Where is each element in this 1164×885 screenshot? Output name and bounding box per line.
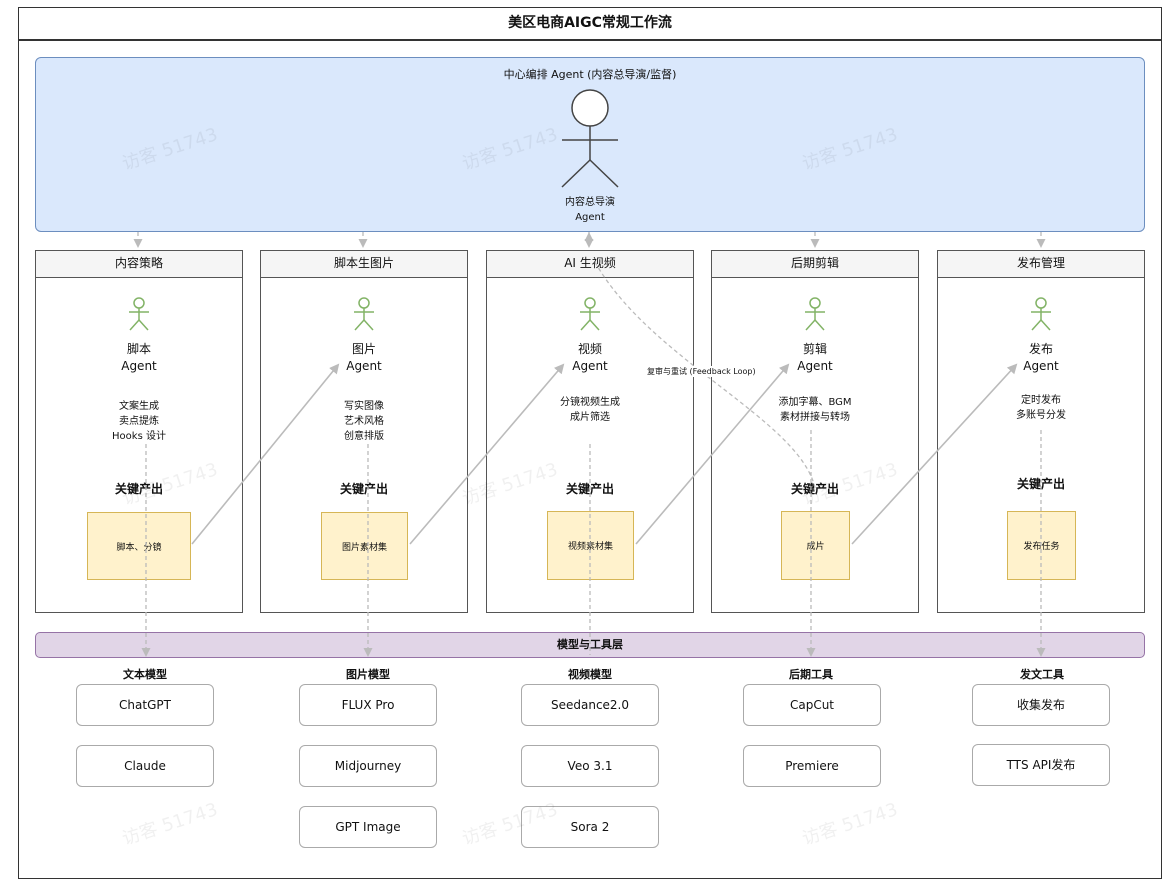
agent-name-line1: 发布 <box>1028 342 1053 356</box>
agent-task: 创意排版 <box>344 431 384 442</box>
agent-name: 发布 Agent <box>938 341 1144 375</box>
tool-flux-pro: FLUX Pro <box>299 684 437 726</box>
agent-name-line2: Agent <box>346 359 382 373</box>
agent-task: 多账号分发 <box>1016 410 1066 421</box>
tool-claude: Claude <box>76 745 214 787</box>
orchestrator-actor-label-line2: Agent <box>575 212 605 223</box>
tool-capcut: CapCut <box>743 684 881 726</box>
agent-name-line1: 视频 <box>577 342 602 356</box>
agent-name: 脚本 Agent <box>36 341 242 375</box>
agent-tasks: 写实图像 艺术风格 创意排版 <box>261 399 467 444</box>
tool-gpt-image: GPT Image <box>299 806 437 848</box>
orchestrator-actor-icon <box>561 89 619 188</box>
feedback-loop-label: 复审与重试 (Feedback Loop) <box>646 366 757 377</box>
tool-sora: Sora 2 <box>521 806 659 848</box>
agent-task: 添加字幕、BGM <box>778 397 852 408</box>
stage-header: AI 生视频 <box>487 251 693 278</box>
output-box: 脚本、分镜 <box>87 512 191 580</box>
agent-name-line2: Agent <box>121 359 157 373</box>
tool-category-label: 图片模型 <box>346 668 390 681</box>
tool-tts-api-publish: TTS API发布 <box>972 744 1110 786</box>
output-label: 关键产出 <box>339 482 388 496</box>
agent-tasks: 分镜视频生成 成片筛选 <box>487 395 693 425</box>
tool-veo: Veo 3.1 <box>521 745 659 787</box>
agent-icon <box>129 297 149 331</box>
agent-task: Hooks 设计 <box>112 431 166 442</box>
stage-panel-script-to-image: 脚本生图片 图片 Agent 写实图像 艺术风格 创意排版 关键产出 图片素材集 <box>260 250 468 613</box>
tool-seedance: Seedance2.0 <box>521 684 659 726</box>
agent-name-line1: 剪辑 <box>802 342 827 356</box>
agent-task: 成片筛选 <box>570 412 610 423</box>
agent-icon <box>354 297 374 331</box>
agent-name-line1: 脚本 <box>126 342 151 356</box>
tool-category-label: 发文工具 <box>1020 668 1064 681</box>
stage-panel-ai-video: AI 生视频 视频 Agent 分镜视频生成 成片筛选 关键产出 视频素材集 <box>486 250 694 613</box>
tool-chatgpt: ChatGPT <box>76 684 214 726</box>
stage-header: 发布管理 <box>938 251 1144 278</box>
orchestrator-actor-label-line1: 内容总导演 <box>565 197 615 208</box>
agent-task: 文案生成 <box>119 401 159 412</box>
agent-task: 定时发布 <box>1021 395 1061 406</box>
output-box: 成片 <box>781 511 850 580</box>
agent-task: 素材拼接与转场 <box>780 412 850 423</box>
agent-task: 卖点提炼 <box>119 416 159 427</box>
tool-category-label: 视频模型 <box>568 668 612 681</box>
agent-tasks: 文案生成 卖点提炼 Hooks 设计 <box>36 399 242 444</box>
stage-header: 后期剪辑 <box>712 251 918 278</box>
agent-name-line2: Agent <box>1023 359 1059 373</box>
output-box: 发布任务 <box>1007 511 1076 580</box>
stage-panel-post-editing: 后期剪辑 剪辑 Agent 添加字幕、BGM 素材拼接与转场 关键产出 成片 <box>711 250 919 613</box>
stage-panel-publishing: 发布管理 发布 Agent 定时发布 多账号分发 关键产出 发布任务 <box>937 250 1145 613</box>
output-label: 关键产出 <box>114 482 163 496</box>
stage-header: 脚本生图片 <box>261 251 467 278</box>
output-box: 图片素材集 <box>321 512 408 580</box>
agent-icon <box>1031 297 1051 331</box>
orchestrator-actor-label: 内容总导演 Agent <box>520 195 660 225</box>
output-box: 视频素材集 <box>547 511 634 580</box>
agent-icon <box>805 297 825 331</box>
agent-tasks: 添加字幕、BGM 素材拼接与转场 <box>712 395 918 425</box>
agent-icon <box>580 297 600 331</box>
agent-name-line1: 图片 <box>351 342 376 356</box>
agent-task: 分镜视频生成 <box>560 397 620 408</box>
output-label: 关键产出 <box>1016 477 1065 491</box>
diagram-title: 美区电商AIGC常规工作流 <box>18 7 1162 41</box>
tool-category-label: 文本模型 <box>123 668 167 681</box>
orchestrator-container: 中心编排 Agent (内容总导演/监督) <box>35 57 1145 232</box>
stage-panel-content-strategy: 内容策略 脚本 Agent 文案生成 卖点提炼 Hooks 设计 关键产出 脚本… <box>35 250 243 613</box>
tool-premiere: Premiere <box>743 745 881 787</box>
tool-layer-bar: 模型与工具层 <box>35 632 1145 658</box>
tool-category-label: 后期工具 <box>789 668 833 681</box>
tool-midjourney: Midjourney <box>299 745 437 787</box>
agent-tasks: 定时发布 多账号分发 <box>938 393 1144 423</box>
stage-header: 内容策略 <box>36 251 242 278</box>
orchestrator-title: 中心编排 Agent (内容总导演/监督) <box>503 68 677 81</box>
agent-task: 艺术风格 <box>344 416 384 427</box>
tool-collect-publish: 收集发布 <box>972 684 1110 726</box>
agent-task: 写实图像 <box>344 401 384 412</box>
agent-name: 图片 Agent <box>261 341 467 375</box>
diagram-frame <box>18 7 1162 879</box>
